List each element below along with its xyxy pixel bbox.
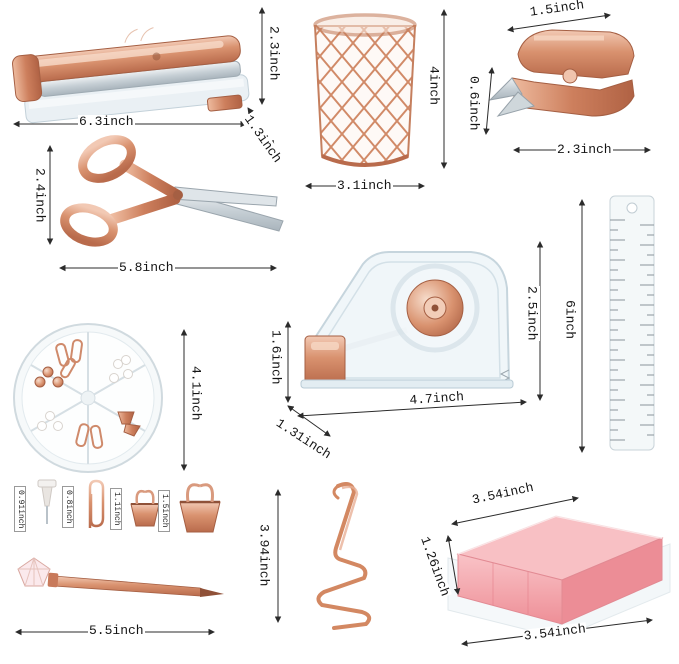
staple-remover-top-label: 1.5inch bbox=[528, 0, 586, 20]
clips-diameter-label: 4.1inch bbox=[188, 366, 204, 421]
tape-height-label: 2.5inch bbox=[524, 286, 540, 341]
binder-clip-small-image bbox=[124, 480, 166, 534]
staple-remover-side-label: 0.6inch bbox=[466, 76, 482, 131]
pen-holder-height-label: 4inch bbox=[426, 66, 442, 106]
pen-holder-width-label: 3.1inch bbox=[336, 178, 393, 193]
stapler-image bbox=[8, 2, 258, 140]
push-pin-image bbox=[30, 476, 64, 532]
push-pin-height-label: 0.91inch bbox=[14, 486, 26, 533]
pen-holder-image bbox=[298, 4, 433, 182]
staple-remover-width-label: 2.3inch bbox=[556, 142, 613, 157]
staple-remover-image bbox=[482, 20, 657, 142]
binder-clip-small-height-label: 1.1inch bbox=[110, 488, 122, 530]
stapler-height-label: 2.3inch bbox=[266, 26, 282, 81]
scissors-height-label: 2.4inch bbox=[32, 168, 48, 223]
diamond-pen-image bbox=[8, 556, 240, 618]
tape-dispenser-image bbox=[283, 230, 531, 414]
pen-length-label: 5.5inch bbox=[88, 623, 145, 638]
binder-clip-large-height-label: 1.5inch bbox=[158, 490, 170, 532]
stand-height-label: 3.94inch bbox=[256, 524, 272, 587]
tape-depth-label: 1.31inch bbox=[272, 415, 335, 463]
paper-clip-height-label: 0.8inch bbox=[62, 486, 74, 528]
ruler-length-label: 6inch bbox=[562, 300, 578, 340]
phone-stand-image bbox=[286, 478, 386, 634]
scissors-length-label: 5.8inch bbox=[118, 260, 175, 275]
stapler-width-label: 6.3inch bbox=[78, 114, 135, 129]
sticky-note-holder-image bbox=[438, 492, 678, 650]
clips-organizer-image bbox=[6, 320, 172, 480]
scissors-image bbox=[55, 133, 287, 267]
binder-clip-large-image bbox=[172, 474, 228, 540]
paper-clip-image bbox=[78, 476, 114, 536]
tape-front-height-label: 1.6inch bbox=[268, 330, 284, 385]
ruler-image bbox=[592, 190, 670, 458]
